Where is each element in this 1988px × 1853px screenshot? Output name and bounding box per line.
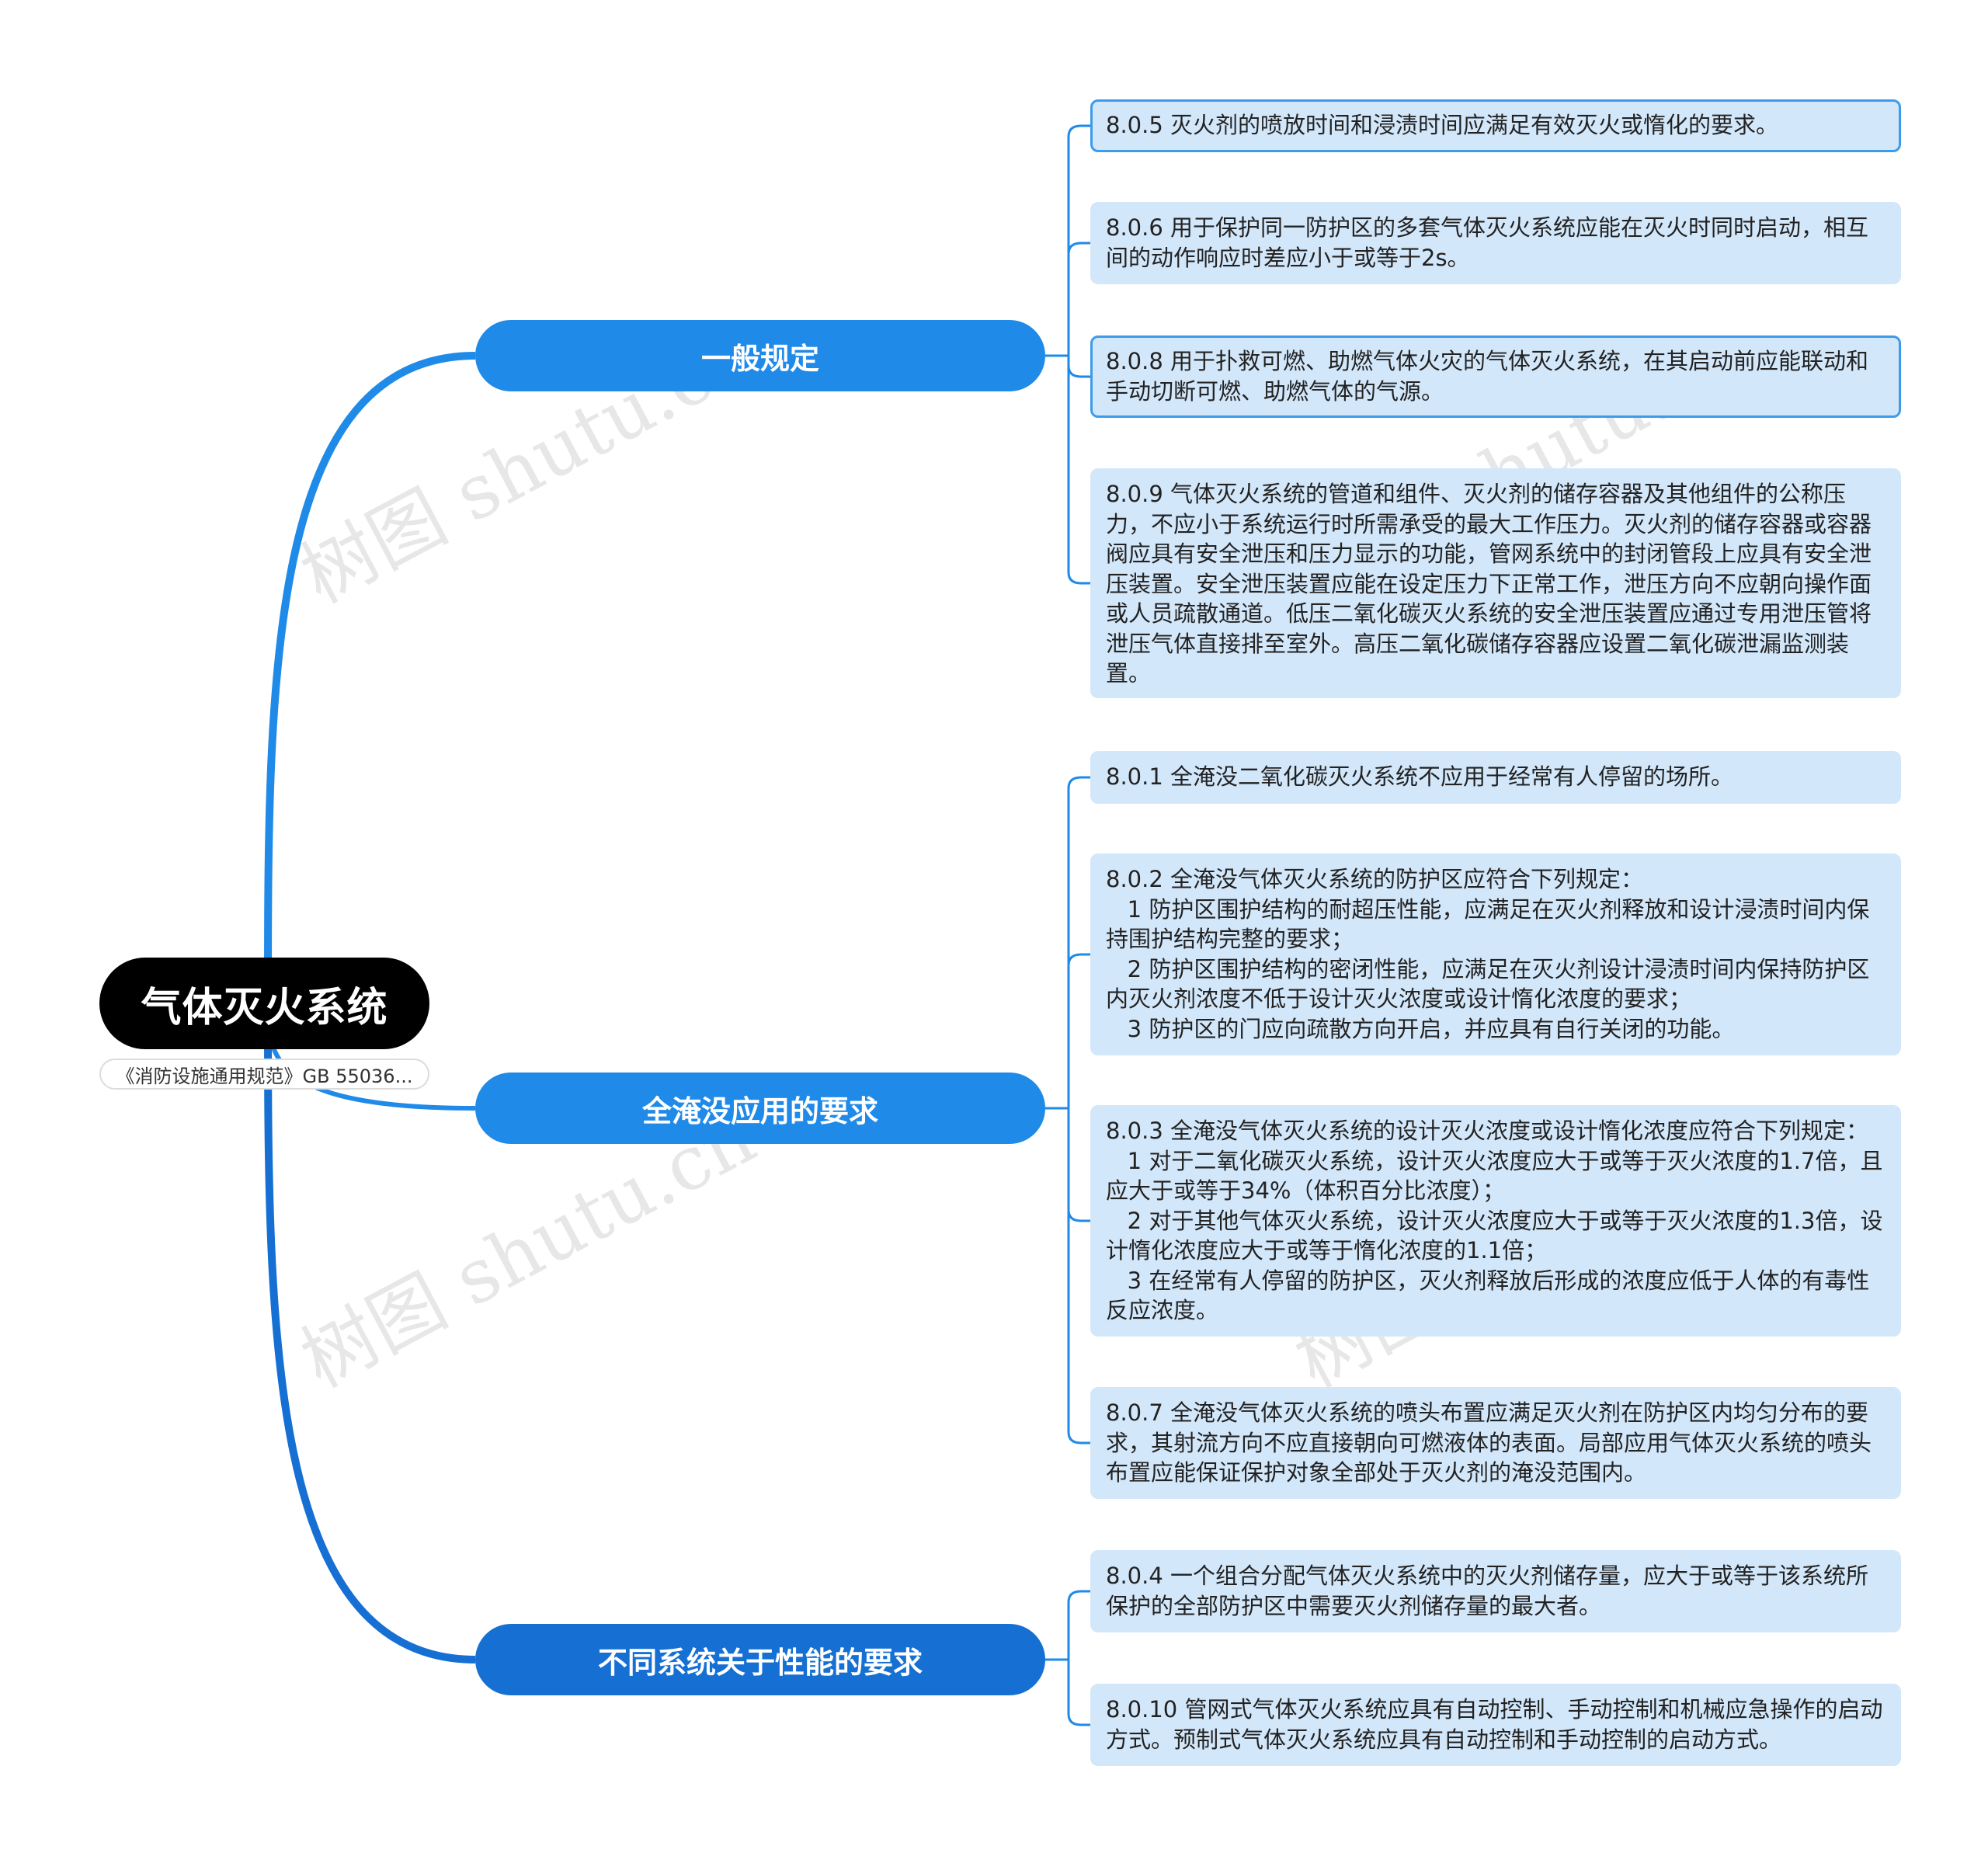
branch-connector [264, 1001, 476, 1664]
leaf-connector [1067, 356, 1090, 585]
branch-connector [264, 352, 476, 1003]
leaf-8-0-9[interactable]: 8.0.9 气体灭火系统的管道和组件、灭火剂的储存容器及其他组件的公称压力，不应… [1090, 468, 1901, 698]
leaf-connector [1067, 1108, 1090, 1222]
leaf-connector [1067, 124, 1090, 356]
leaf-connectors [1045, 124, 1090, 1726]
leaf-connector [1067, 1108, 1090, 1445]
leaf-8-0-5[interactable]: 8.0.5 灭火剂的喷放时间和浸渍时间应满足有效灭火或惰化的要求。 [1090, 99, 1901, 152]
leaf-8-0-3[interactable]: 8.0.3 全淹没气体灭火系统的设计灭火浓度或设计惰化浓度应符合下列规定： 1 … [1090, 1105, 1901, 1337]
branch-general[interactable]: 一般规定 [475, 320, 1045, 391]
branch-total-flooding[interactable]: 全淹没应用的要求 [475, 1073, 1045, 1144]
leaf-connector [1067, 1590, 1090, 1660]
leaf-8-0-4[interactable]: 8.0.4 一个组合分配气体灭火系统中的灭火剂储存量，应大于或等于该系统所保护的… [1090, 1550, 1901, 1632]
root-note[interactable]: 《消防设施通用规范》GB 55036... [99, 1059, 429, 1090]
leaf-connector [1067, 242, 1090, 356]
leaf-8-0-7[interactable]: 8.0.7 全淹没气体灭火系统的喷头布置应满足灭火剂在防护区内均匀分布的要求，其… [1090, 1387, 1901, 1499]
leaf-8-0-6[interactable]: 8.0.6 用于保护同一防护区的多套气体灭火系统应能在灭火时同时启动，相互间的动… [1090, 202, 1901, 284]
leaf-8-0-10[interactable]: 8.0.10 管网式气体灭火系统应具有自动控制、手动控制和机械应急操作的启动方式… [1090, 1684, 1901, 1766]
leaf-connector [1067, 1660, 1090, 1726]
leaf-8-0-1[interactable]: 8.0.1 全淹没二氧化碳灭火系统不应用于经常有人停留的场所。 [1090, 751, 1901, 804]
leaf-connector [1067, 776, 1090, 1108]
root-topic[interactable]: 气体灭火系统 [99, 958, 429, 1049]
leaf-8-0-8[interactable]: 8.0.8 用于扑救可燃、助燃气体火灾的气体灭火系统，在其启动前应能联动和手动切… [1090, 335, 1901, 418]
leaf-connector [1067, 356, 1090, 378]
branch-performance[interactable]: 不同系统关于性能的要求 [475, 1624, 1045, 1695]
leaf-connector [1067, 953, 1090, 1108]
leaf-8-0-2[interactable]: 8.0.2 全淹没气体灭火系统的防护区应符合下列规定： 1 防护区围护结构的耐超… [1090, 853, 1901, 1055]
